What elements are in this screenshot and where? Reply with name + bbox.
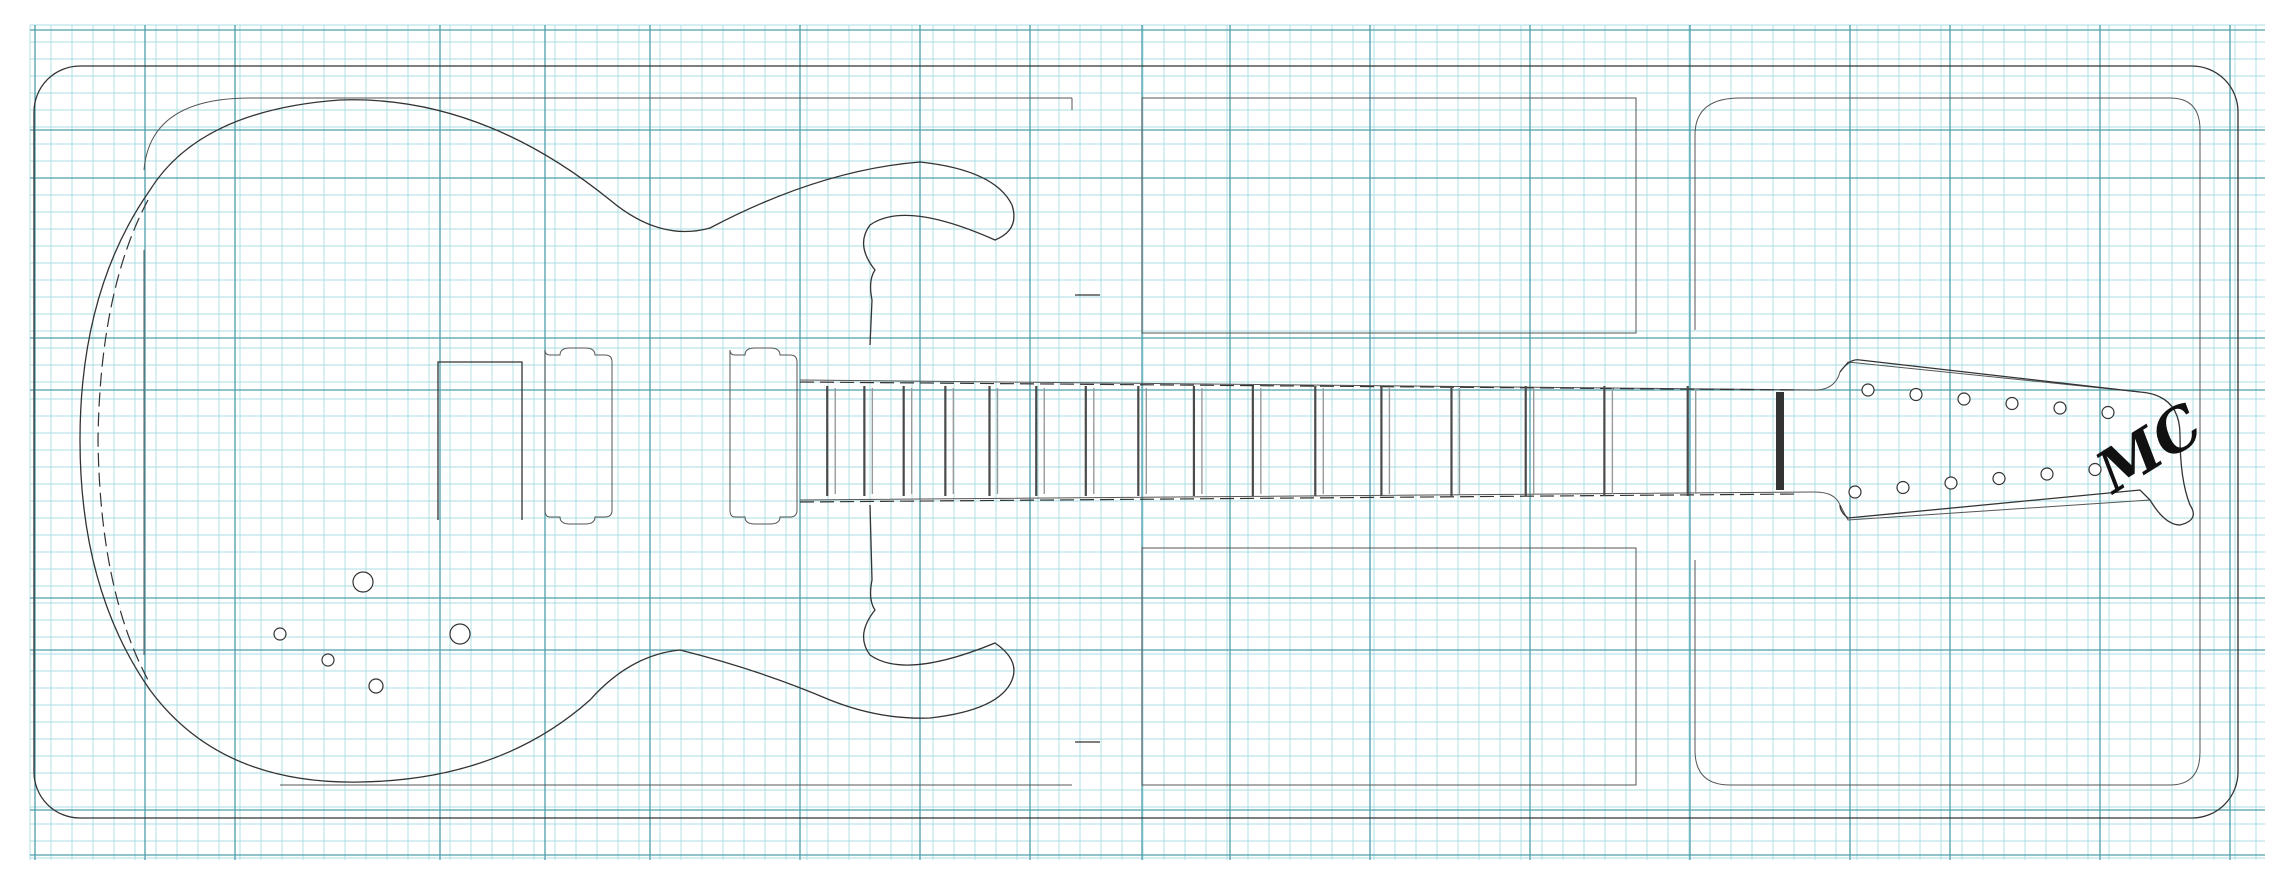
headstock-logo: MC — [2083, 390, 2214, 507]
control-knob-hole — [273, 627, 287, 641]
guitar-body-outline — [79, 99, 1015, 783]
right-panel-outline — [1694, 97, 2201, 786]
tuner-hole-top — [1861, 383, 1875, 397]
control-knob-hole — [449, 623, 471, 645]
headstock-outline — [1839, 359, 2194, 526]
tuner-hole-bottom — [1896, 480, 1910, 495]
tuner-hole-bottom — [2088, 462, 2102, 477]
bridge-pickup — [544, 347, 613, 525]
middle-panel-top — [1141, 97, 1637, 334]
tuner-hole-top — [2101, 405, 2115, 420]
fretboard-top-edge — [799, 381, 1801, 391]
body-contour-line — [97, 199, 149, 681]
tuner-hole-group — [1848, 383, 2115, 499]
control-knob-hole — [321, 653, 335, 667]
middle-panel-bottom — [1141, 547, 1637, 786]
neck-cavity — [437, 361, 523, 520]
fret-group — [826, 386, 1697, 496]
tuner-hole-top — [1909, 387, 1923, 402]
nut — [1776, 392, 1784, 490]
neck-pickup — [729, 347, 798, 525]
graph-paper-grid — [29, 24, 2265, 860]
sheet-outline — [33, 65, 2239, 819]
control-knob-hole — [368, 678, 384, 694]
fretboard-bottom-edge — [799, 493, 1801, 503]
control-knob-group — [273, 571, 471, 694]
tuner-hole-top — [2005, 396, 2019, 411]
tuner-hole-top — [2053, 401, 2067, 415]
tuner-hole-top — [1957, 392, 1971, 406]
neck-outline — [799, 361, 2141, 393]
tuner-hole-bottom — [1848, 485, 1862, 499]
neck-outline-bottom — [799, 491, 2151, 521]
tuner-hole-bottom — [2040, 467, 2054, 481]
control-knob-hole — [352, 571, 374, 593]
tuner-hole-bottom — [1944, 476, 1958, 490]
tuner-hole-bottom — [1992, 471, 2006, 486]
body-panel-outline — [143, 97, 1073, 786]
